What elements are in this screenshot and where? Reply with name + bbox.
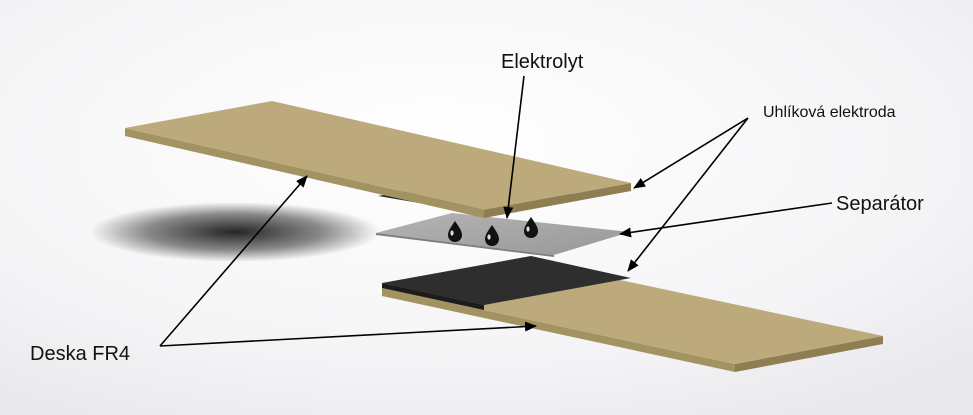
carbon-electrode-bottom-edge bbox=[382, 283, 484, 310]
label-electrolyte: Elektrolyt bbox=[501, 51, 584, 73]
fr4-board-top bbox=[125, 101, 631, 218]
separator-face bbox=[376, 213, 630, 255]
callout-arrows bbox=[159, 75, 833, 347]
label-separator: Separátor bbox=[836, 193, 924, 215]
drop-highlight-2 bbox=[487, 234, 491, 240]
fr4-board-bottom-front-edge bbox=[382, 288, 735, 372]
arrow-carbon-electrode-bottom bbox=[627, 117, 749, 272]
carbon-electrode-bottom bbox=[382, 256, 631, 305]
fr4-board-top-top-face bbox=[125, 101, 631, 210]
separator-edge bbox=[376, 233, 554, 257]
arrow-electrolyte bbox=[503, 75, 525, 219]
separator-sheet bbox=[376, 213, 630, 257]
drop-highlight-3 bbox=[526, 226, 530, 232]
electrolyte-drops bbox=[448, 217, 538, 246]
drop-highlight-1 bbox=[450, 230, 454, 236]
electrolyte-drop-2 bbox=[485, 225, 499, 246]
arrow-fr4-top bbox=[159, 175, 308, 347]
electrolyte-drop-1 bbox=[448, 221, 462, 242]
arrow-separator bbox=[619, 202, 833, 238]
fr4-board-bottom-right-edge bbox=[735, 336, 883, 372]
label-carbon-electrode: Uhlíková elektroda bbox=[763, 104, 896, 121]
label-fr4-board: Deska FR4 bbox=[30, 343, 130, 365]
arrow-fr4-bottom bbox=[159, 321, 537, 347]
electrolyte-drop-3 bbox=[524, 217, 538, 238]
fr4-board-top-front-edge bbox=[125, 128, 484, 218]
arrow-carbon-electrode-top bbox=[633, 117, 749, 189]
drop-shadow bbox=[90, 202, 380, 262]
fr4-board-top-right-edge bbox=[484, 183, 631, 218]
